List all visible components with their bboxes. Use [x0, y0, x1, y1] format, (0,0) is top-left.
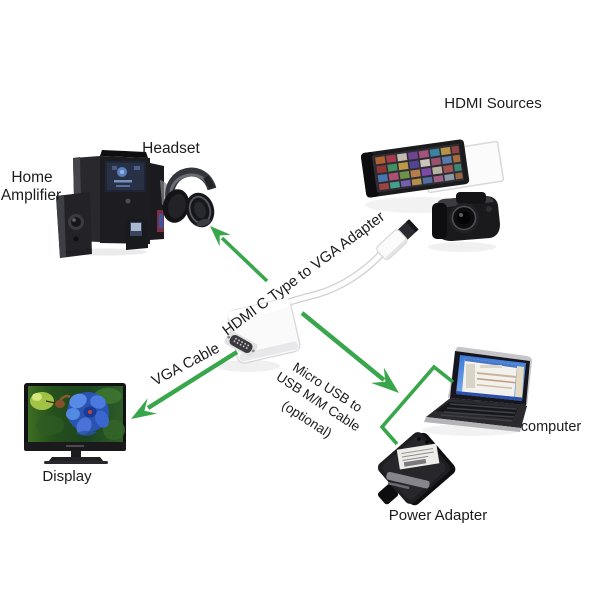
svg-text:Display: Display: [42, 468, 92, 485]
svg-text:Power Adapter: Power Adapter: [389, 507, 487, 524]
svg-text:computer: computer: [521, 419, 582, 435]
svg-text:HDMI Sources: HDMI Sources: [444, 95, 542, 112]
svg-text:Home: Home: [11, 169, 52, 186]
svg-text:Amplifier: Amplifier: [1, 187, 61, 204]
svg-text:Headset: Headset: [142, 140, 200, 157]
